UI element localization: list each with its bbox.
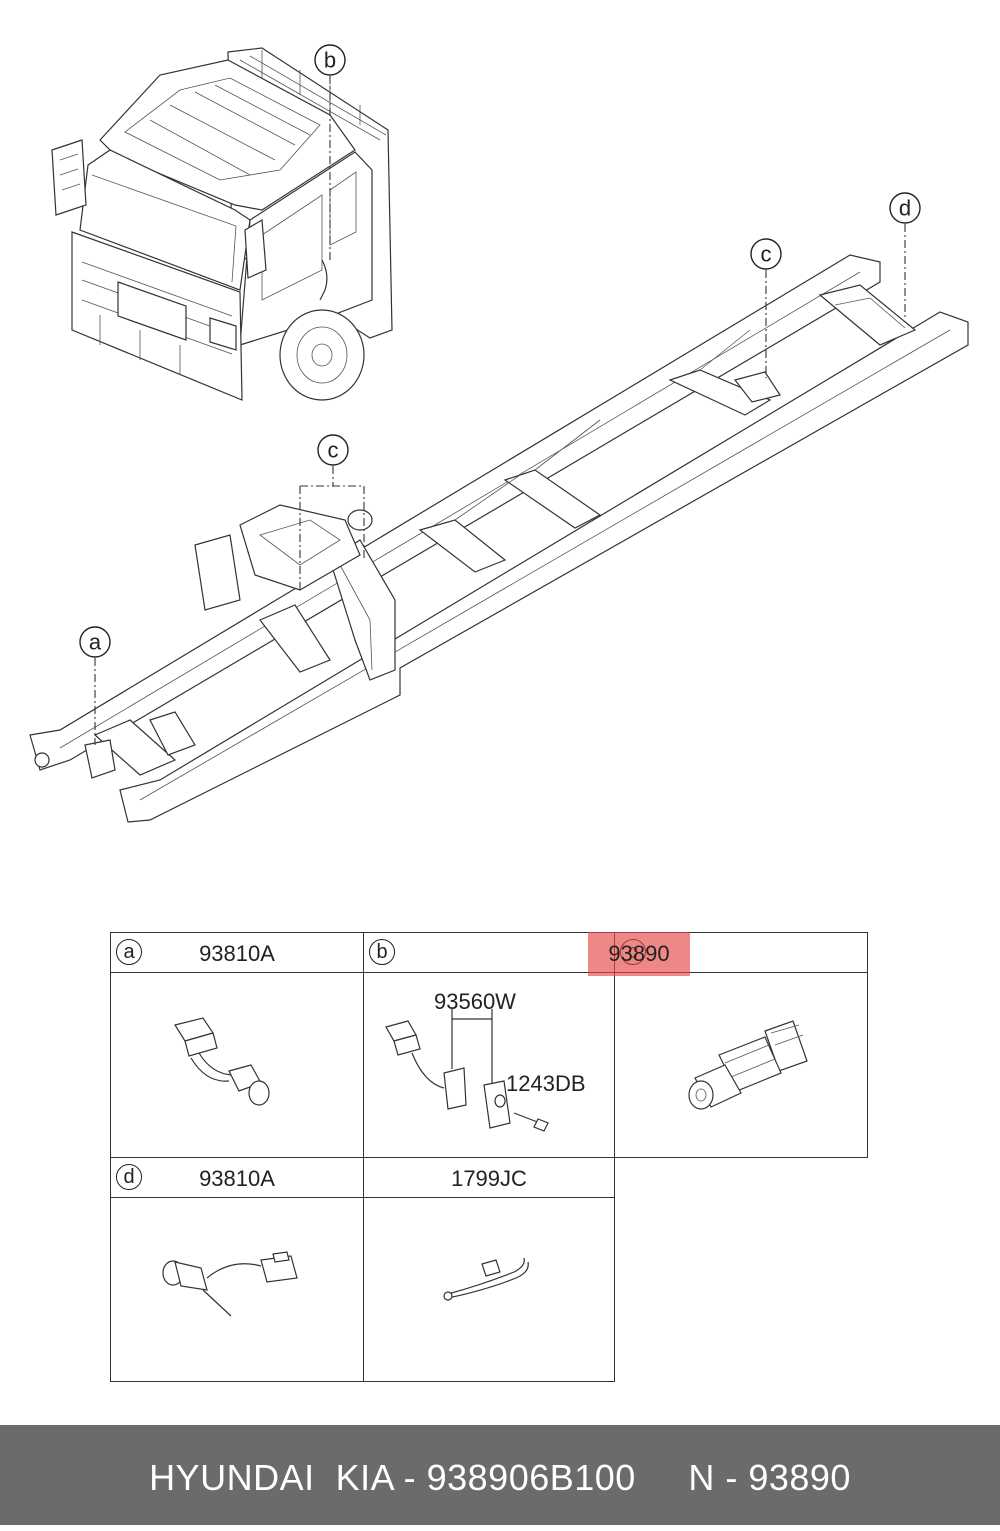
sensor-harness-icon — [174, 1017, 270, 1106]
callout-d: d — [889, 192, 921, 224]
parts-cell-header: d 93810A — [111, 1158, 363, 1198]
part-label-1243db: 1243DB — [506, 1071, 586, 1096]
callout-a: a — [79, 626, 111, 658]
svg-text:c: c — [761, 242, 772, 267]
parts-cell-header: a 93810A — [111, 933, 363, 973]
svg-text:b: b — [324, 48, 336, 73]
svg-text:d: d — [899, 196, 911, 221]
callout-b: b — [314, 44, 346, 76]
cell-letter: d — [116, 1164, 142, 1190]
sensor-harness-icon — [162, 1251, 298, 1317]
bracket-sensor-icon — [385, 1009, 549, 1132]
footer-part-number: HYUNDAI KIA - 938906B100 N - 93890 — [149, 1457, 851, 1498]
parts-cell-d[interactable]: d 93810A — [110, 1157, 364, 1382]
parts-cell-a[interactable]: a 93810A — [110, 932, 364, 1158]
svg-text:a: a — [89, 630, 102, 655]
cell-letter: b — [369, 939, 395, 965]
footer-bar: HYUNDAI KIA - 938906B100 N - 93890 — [0, 1425, 1000, 1525]
part-code: 93810A — [199, 1166, 275, 1191]
truck-cab-drawing — [51, 47, 393, 401]
cable-tie-icon — [443, 1257, 529, 1301]
callout-c-rear: c — [750, 238, 782, 270]
parts-table: a 93810A b 93560W 1243DB — [110, 932, 868, 1382]
parts-cell-header: 1799JC — [364, 1158, 614, 1198]
parts-cell-1799jc[interactable]: 1799JC — [363, 1157, 615, 1382]
pressure-sensor-icon — [688, 1020, 808, 1110]
vehicle-frame-diagram: b c d c a — [29, 44, 969, 823]
part-code — [364, 933, 614, 973]
part-code: 1799JC — [451, 1166, 527, 1191]
part-label-93560w: 93560W — [434, 989, 516, 1014]
callout-c-front: c — [317, 434, 349, 466]
part-code: 93810A — [199, 941, 275, 966]
parts-cell-b[interactable]: b 93560W 1243DB — [363, 932, 615, 1158]
parts-cell-header: b — [364, 933, 614, 973]
part-code-highlighted[interactable]: 93890 — [608, 941, 670, 966]
highlight-box — [588, 932, 690, 976]
cell-letter: a — [116, 939, 142, 965]
leader-line-c-front — [299, 466, 365, 590]
svg-text:c: c — [328, 438, 339, 463]
chassis-frame-drawing — [29, 254, 969, 823]
